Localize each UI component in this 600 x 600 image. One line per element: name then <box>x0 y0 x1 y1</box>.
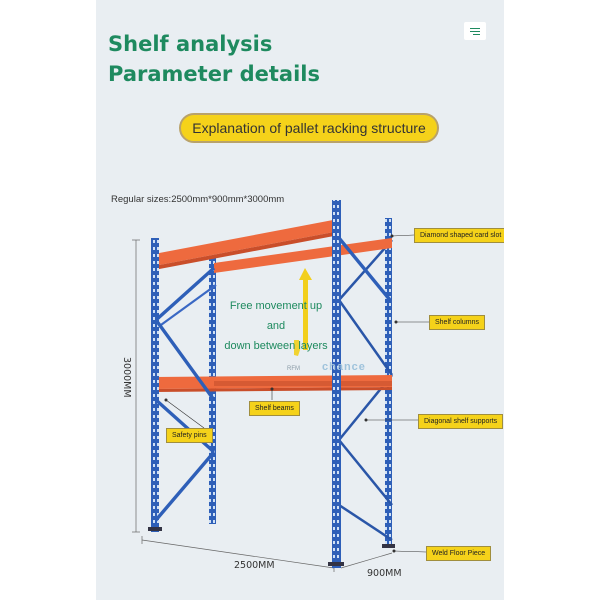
watermark-text: chance <box>322 361 366 373</box>
dimension-depth: 900MM <box>367 568 402 579</box>
callout-shelf-columns: Shelf columns <box>429 315 485 330</box>
down-arrow-icon <box>294 340 300 356</box>
page-subtitle: Parameter details <box>108 62 320 86</box>
page-title: Shelf analysis <box>108 32 273 56</box>
callout-weld-floor-piece: Weld Floor Piece <box>426 546 492 561</box>
movement-note: Free movement up and down between layers <box>224 300 328 352</box>
section-banner: Explanation of pallet racking structure <box>179 113 439 143</box>
front-upright-frame <box>148 200 395 568</box>
product-detail-panel: Shelf analysis Parameter details Explana… <box>96 0 504 600</box>
dimension-lines <box>132 239 393 572</box>
callout-diagonal-supports: Diagonal shelf supports <box>418 414 504 429</box>
dimension-width: 2500MM <box>234 560 275 571</box>
regular-sizes-text: Regular sizes:2500mm*900mm*3000mm <box>111 194 285 205</box>
callout-leader-lines <box>164 234 429 553</box>
callout-diamond-slot: Diamond shaped card slot <box>414 228 504 243</box>
dimension-height: 3000MM <box>121 357 132 398</box>
callout-shelf-beams: Shelf beams <box>249 401 300 416</box>
watermark-logo: RFM <box>287 366 300 372</box>
hamburger-menu-icon[interactable] <box>464 22 486 40</box>
callout-safety-pins: Safety pins <box>166 428 213 443</box>
pallet-rack-illustration <box>132 200 429 572</box>
up-arrow-icon <box>299 268 312 350</box>
